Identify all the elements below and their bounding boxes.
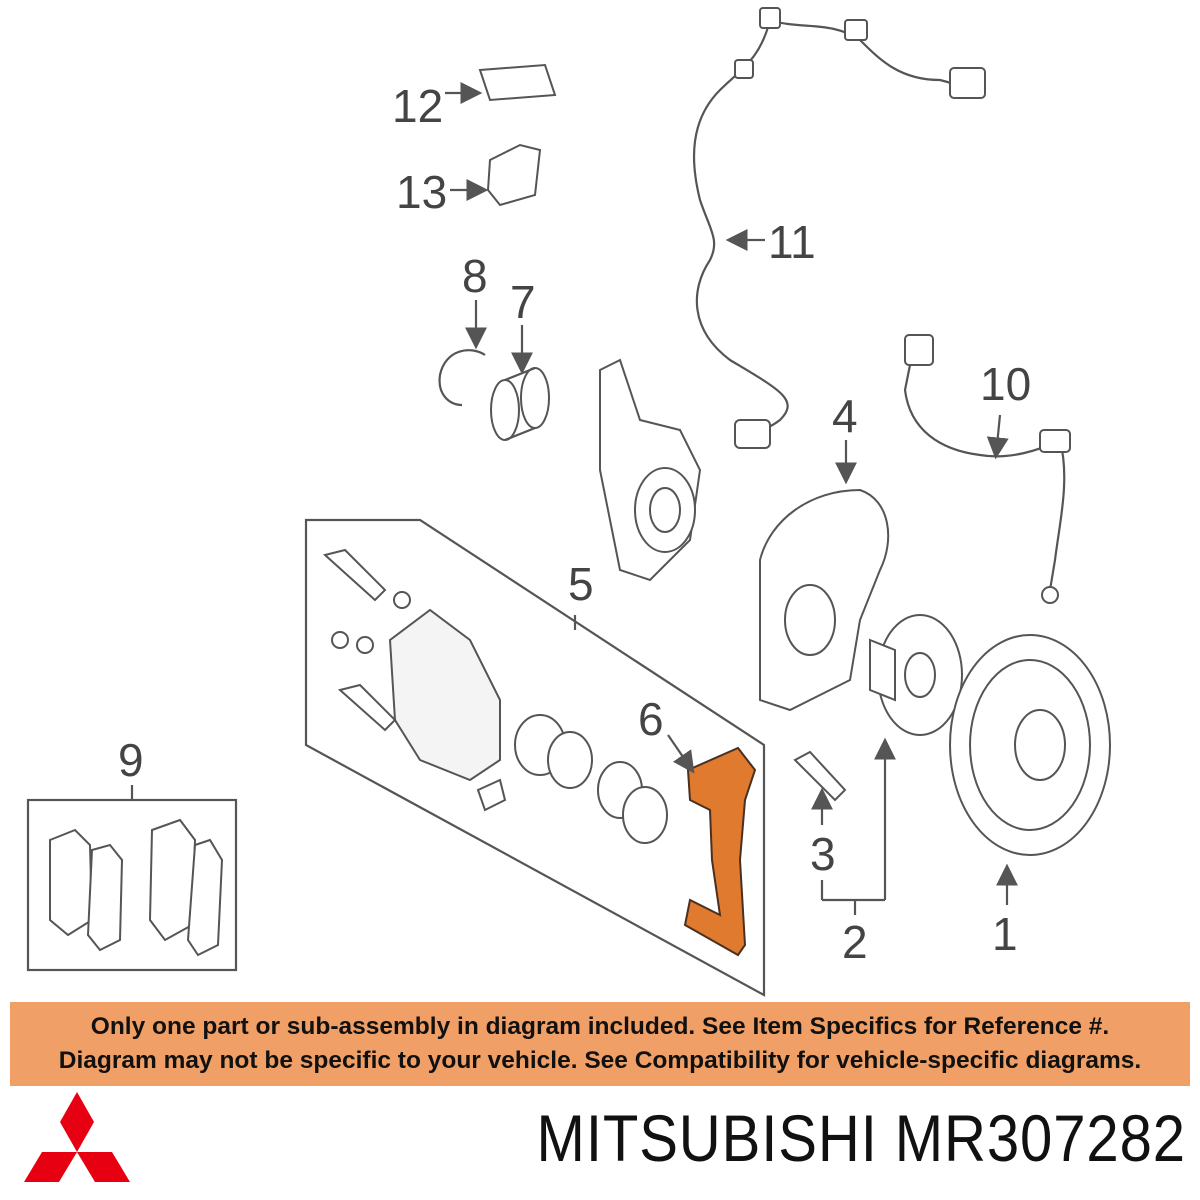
callout-12: 12 xyxy=(392,80,443,132)
dust-shield-4 xyxy=(759,440,890,712)
bracket-12 xyxy=(445,63,557,104)
brake-pads-9 xyxy=(26,785,238,972)
callout-6: 6 xyxy=(638,693,664,745)
callout-13: 13 xyxy=(396,166,447,218)
brand-name: MITSUBISHI xyxy=(536,1101,878,1175)
wheel-hub-2 xyxy=(820,614,963,915)
callout-9: 9 xyxy=(118,734,144,786)
caliper-bracket-6 xyxy=(667,734,757,957)
callout-5: 5 xyxy=(568,558,594,610)
steering-knuckle xyxy=(599,358,702,582)
bracket-13 xyxy=(450,143,542,207)
snap-ring-8 xyxy=(438,300,487,407)
wheel-stud-3 xyxy=(793,750,847,825)
abs-sensor-wire xyxy=(692,7,986,449)
caliper-body xyxy=(322,548,668,844)
parts-diagram: 1 2 3 4 5 6 7 8 9 10 11 12 13 xyxy=(26,7,1111,997)
callout-8: 8 xyxy=(462,250,488,302)
three-diamond-logo-icon xyxy=(24,1092,130,1182)
callout-1: 1 xyxy=(992,908,1018,960)
callout-2: 2 xyxy=(842,916,868,968)
disclaimer-banner: Only one part or sub-assembly in diagram… xyxy=(10,1002,1190,1086)
part-number: MR307282 xyxy=(894,1101,1186,1175)
callout-10: 10 xyxy=(980,358,1031,410)
brake-rotor-1 xyxy=(949,634,1111,905)
brand-part-label: MITSUBISHI MR307282 xyxy=(537,1100,1186,1176)
disclaimer-line-1: Only one part or sub-assembly in diagram… xyxy=(90,1013,1110,1040)
disclaimer-line-2: Diagram may not be specific to your vehi… xyxy=(58,1047,1142,1074)
callout-7: 7 xyxy=(510,276,536,328)
caliper-assembly-5 xyxy=(304,518,766,997)
callout-3: 3 xyxy=(810,828,836,880)
wheel-bearing-7 xyxy=(490,325,550,442)
callout-4: 4 xyxy=(832,390,858,442)
callout-11: 11 xyxy=(768,216,816,268)
brake-hose-10 xyxy=(903,334,1071,604)
